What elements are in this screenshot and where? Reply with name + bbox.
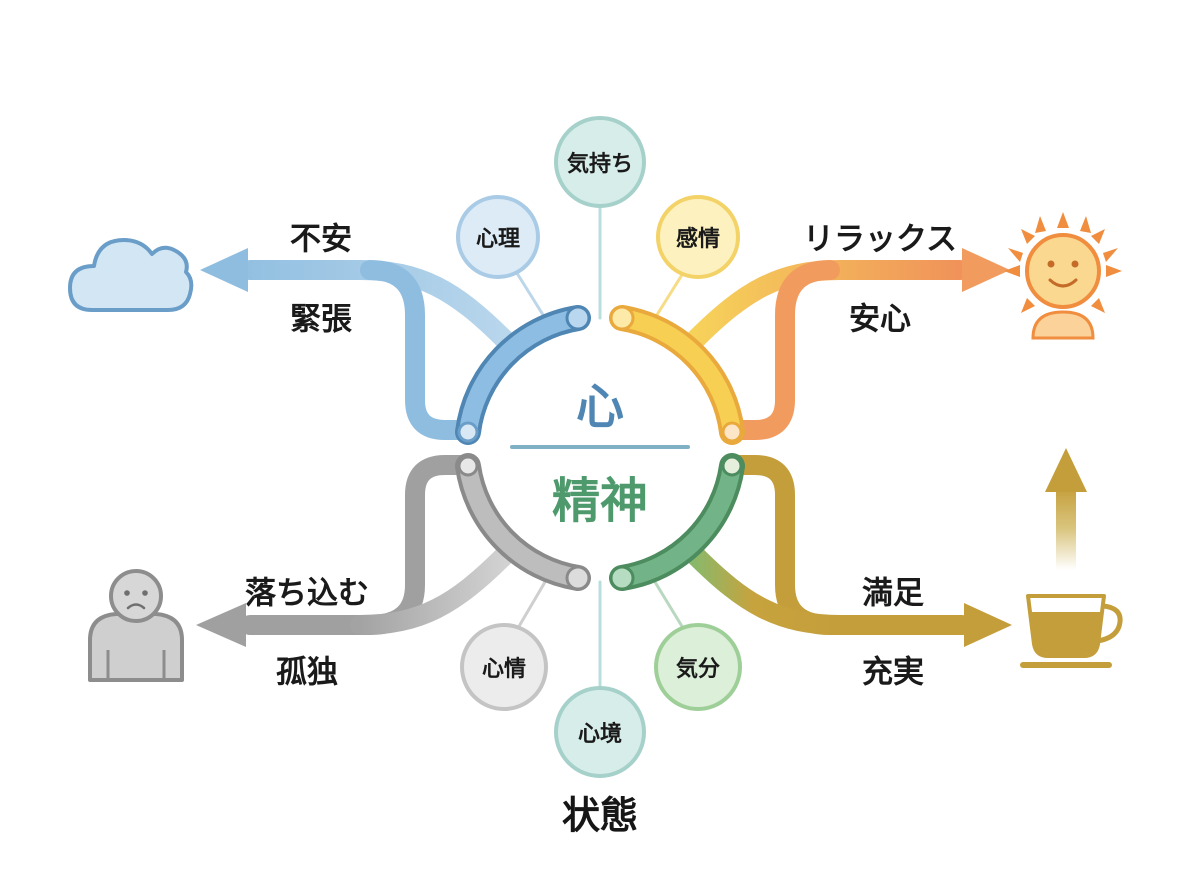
- arrow-anxiety: [200, 248, 248, 292]
- connector-shinri: [513, 268, 547, 320]
- node-connectors: [513, 203, 687, 692]
- bottom-title-jotai: 状態: [561, 793, 639, 838]
- connector-kibun: [653, 580, 685, 630]
- smiling-sun-icon: [1004, 212, 1122, 340]
- flow-relax-upper: [685, 260, 970, 350]
- node-kanjo-circle: [656, 195, 740, 279]
- flow-anxiety-lower: [360, 260, 475, 440]
- node-shinjo: 心情: [481, 657, 527, 682]
- node-kimochi: 気持ち: [566, 152, 634, 177]
- arrow-satisfied: [964, 603, 1012, 647]
- up-arrow: [1045, 448, 1087, 570]
- label-relax: リラックス: [802, 221, 958, 258]
- connector-kanjo: [653, 268, 687, 320]
- cloud-icon: [68, 238, 194, 312]
- node-shinkyo: 心境: [577, 722, 623, 747]
- node-kanjo: 感情: [675, 227, 721, 252]
- flow-depressed-lower: [350, 545, 515, 635]
- label-fuan: 不安: [290, 221, 352, 258]
- label-anshin: 安心: [849, 301, 911, 338]
- node-shinkyo-circle: [554, 686, 646, 778]
- node-shinjo-circle: [460, 623, 548, 711]
- ring-end-caps: [457, 305, 743, 591]
- coffee-cup-icon: [1020, 594, 1123, 668]
- node-shinri: 心理: [475, 227, 521, 252]
- label-kincho: 緊張: [290, 301, 352, 338]
- node-shinri-circle: [456, 195, 540, 279]
- label-ochikomu: 落ち込む: [245, 575, 369, 612]
- sad-person-icon: [88, 569, 184, 682]
- center-label-seishin: 精神: [551, 473, 649, 529]
- label-manzoku: 満足: [862, 575, 924, 612]
- label-kodoku: 孤独: [276, 654, 338, 691]
- flow-anxiety-upper: [240, 260, 515, 350]
- center-label-kokoro: 心: [575, 379, 625, 435]
- node-kibun-circle: [654, 623, 742, 711]
- arrow-depressed: [196, 603, 246, 647]
- flow-satisfied-lower: [685, 545, 850, 635]
- connector-shinjo: [516, 580, 547, 630]
- center-ring: [455, 305, 745, 591]
- node-kibun: 気分: [675, 657, 721, 682]
- node-kimochi-circle: [554, 116, 646, 208]
- node-circles: [456, 116, 742, 778]
- label-jujitsu: 充実: [862, 654, 924, 691]
- flow-relax-lower: [725, 260, 840, 440]
- branch-flows: [196, 248, 1012, 647]
- arrow-relax: [962, 248, 1010, 292]
